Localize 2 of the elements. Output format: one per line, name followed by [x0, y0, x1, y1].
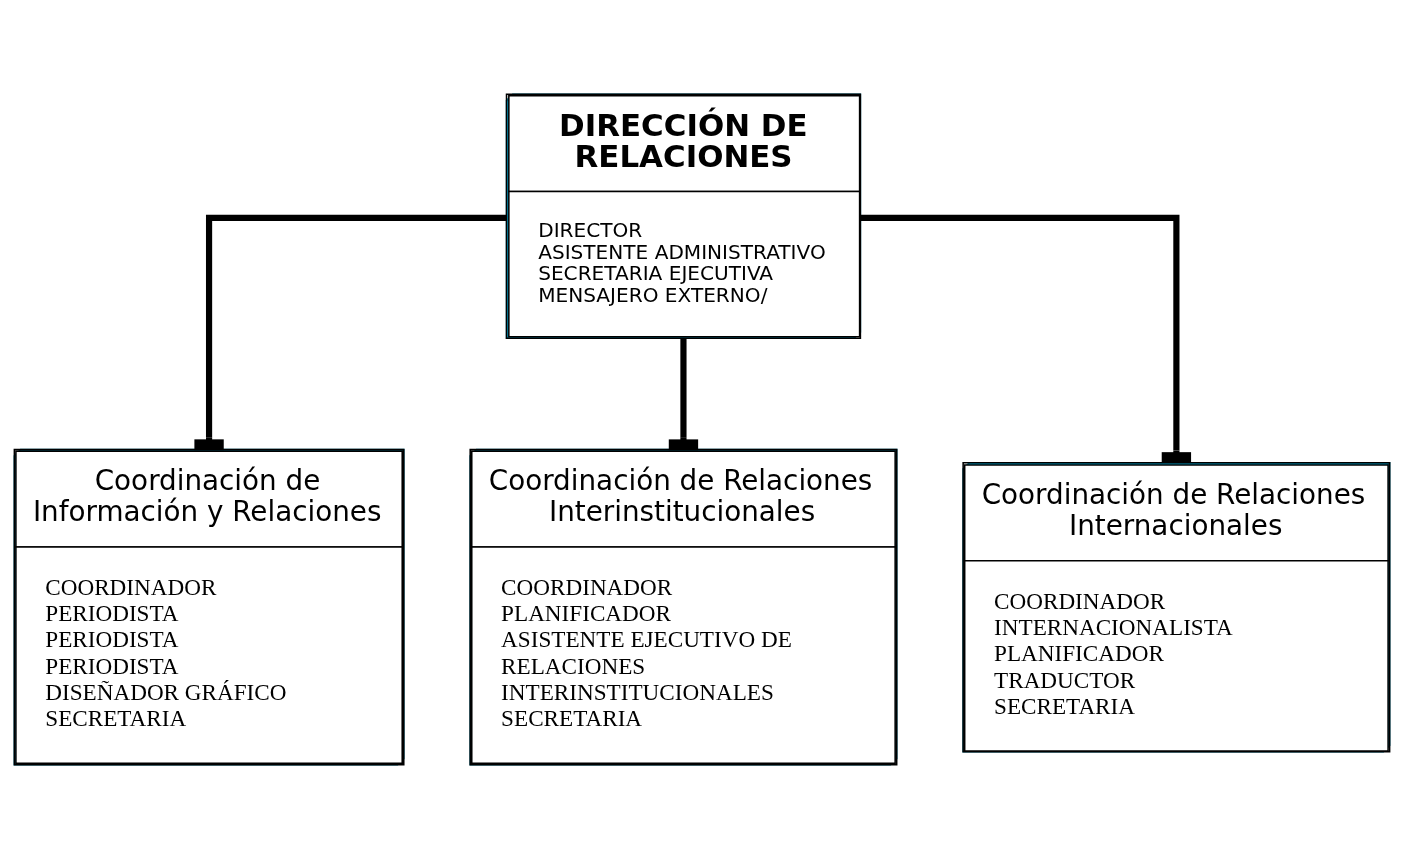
connector — [860, 214, 1192, 463]
connector — [194, 214, 507, 451]
